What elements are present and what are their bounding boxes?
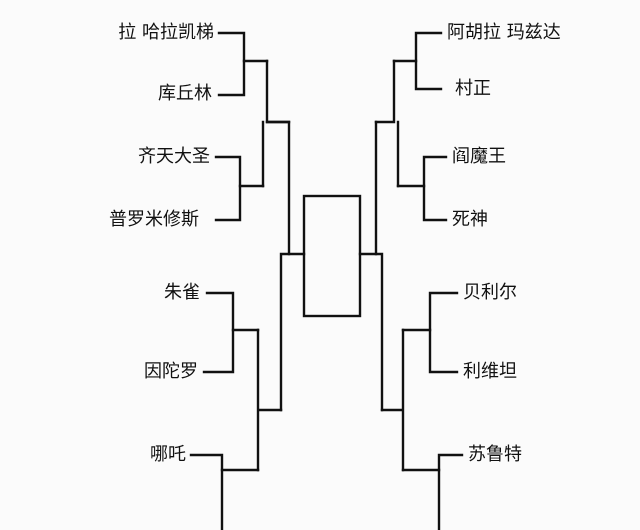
right-match-1-connector xyxy=(414,31,443,91)
right-match-3-connector xyxy=(428,291,459,374)
right-entrant-2: 村正 xyxy=(455,78,491,99)
left-match-4-connector xyxy=(189,453,224,530)
right-entrant-4: 死神 xyxy=(452,209,488,230)
left-semi-1-bracket xyxy=(265,120,291,256)
left-entrant-6: 因陀罗 xyxy=(144,361,198,382)
right-semi-1-bracket xyxy=(374,59,400,188)
left-entrant-7: 哪吒 xyxy=(150,444,186,465)
left-entrant-4: 普罗米修斯 xyxy=(109,209,199,230)
right-entrant-3: 阎魔王 xyxy=(452,146,506,167)
right-final-bracket xyxy=(358,252,384,412)
left-entrant-2: 库丘林 xyxy=(158,83,212,104)
left-semi-2-bracket xyxy=(256,328,283,472)
right-match-2-connector xyxy=(422,155,448,222)
left-semi-1-connector xyxy=(261,59,291,188)
left-match-3-connector xyxy=(202,291,235,374)
left-match-2-connector xyxy=(214,155,242,222)
left-entrant-5: 朱雀 xyxy=(164,282,200,303)
right-entrant-7: 苏鲁特 xyxy=(468,444,522,465)
right-entrant-1: 阿胡拉 玛兹达 xyxy=(447,22,561,43)
right-entrant-5: 贝利尔 xyxy=(463,282,517,303)
left-entrant-1: 拉 哈拉凯梯 xyxy=(118,22,214,43)
left-entrant-3: 齐天大圣 xyxy=(138,146,210,167)
right-match-4-connector xyxy=(437,453,464,530)
champion-box xyxy=(302,194,362,318)
right-semi-2-bracket xyxy=(380,328,405,472)
right-entrant-6: 利维坦 xyxy=(463,361,517,382)
left-final-bracket xyxy=(279,252,306,412)
left-match-1-connector xyxy=(217,31,246,97)
